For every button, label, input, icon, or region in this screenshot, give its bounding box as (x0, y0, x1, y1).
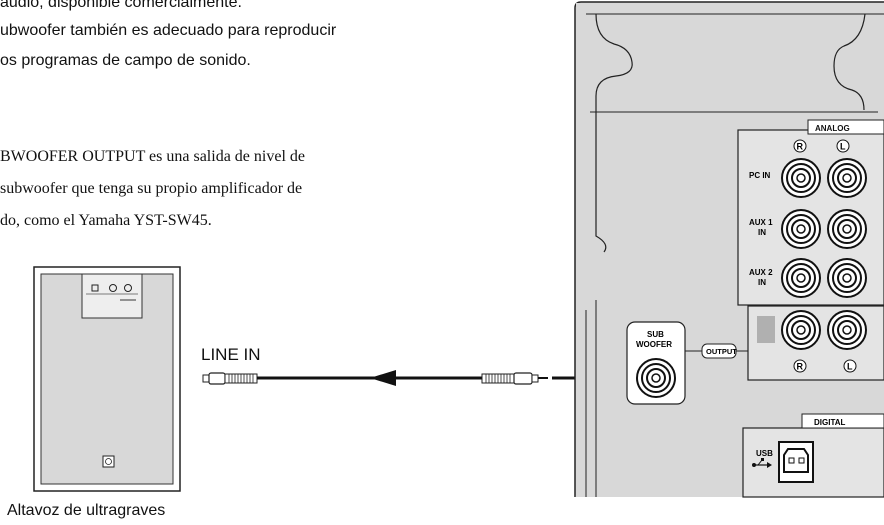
usb-symbol-icon (752, 458, 772, 468)
output-label: OUTPUT (706, 347, 737, 356)
right-mark-bottom: R (797, 362, 804, 372)
pc-in-label: PC IN (749, 171, 771, 180)
usb-port-icon (778, 441, 814, 483)
aux2-label-2: IN (758, 278, 766, 287)
aux1-label-1: AUX 1 (749, 218, 773, 227)
usb-label: USB (756, 449, 773, 458)
output-line-1: BWOOFER OUTPUT es una salida de nivel de (0, 148, 305, 165)
left-mark-top: L (840, 142, 846, 152)
output-jacks (781, 310, 867, 350)
left-mark-bottom: L (847, 362, 853, 372)
line-in-label: LINE IN (201, 345, 261, 364)
analog-label: ANALOG (815, 124, 850, 133)
subwoofer-caption: Altavoz de ultragraves (7, 502, 166, 519)
subwoofer-output-block: SUB WOOFER OUTPUT (626, 321, 748, 405)
digital-label: DIGITAL (814, 418, 846, 427)
intro-line-3: os programas de campo de sonido. (0, 52, 251, 69)
sub-label-2: WOOFER (636, 340, 672, 349)
intro-line-2: ubwoofer también es adecuado para reprod… (0, 22, 337, 39)
rca-cable (202, 370, 640, 386)
sub-label-1: SUB (647, 330, 664, 339)
digital-block: DIGITAL USB (742, 413, 884, 498)
output-line-2: subwoofer que tenga su propio amplificad… (0, 180, 303, 197)
analog-block: ANALOG R L PC IN AUX 1 IN AUX 2 IN (737, 119, 884, 306)
output-block: R L (747, 305, 884, 381)
pc-in-jacks (781, 158, 867, 198)
subwoofer-speaker (33, 266, 181, 492)
output-line-3: do, como el Yamaha YST-SW45. (0, 212, 212, 229)
aux1-label-2: IN (758, 228, 766, 237)
aux2-label-1: AUX 2 (749, 268, 773, 277)
aux2-jacks (781, 258, 867, 298)
intro-line-1: audio, disponible comercialmente. (0, 0, 242, 11)
right-mark-top: R (797, 142, 804, 152)
aux1-jacks (781, 209, 867, 249)
